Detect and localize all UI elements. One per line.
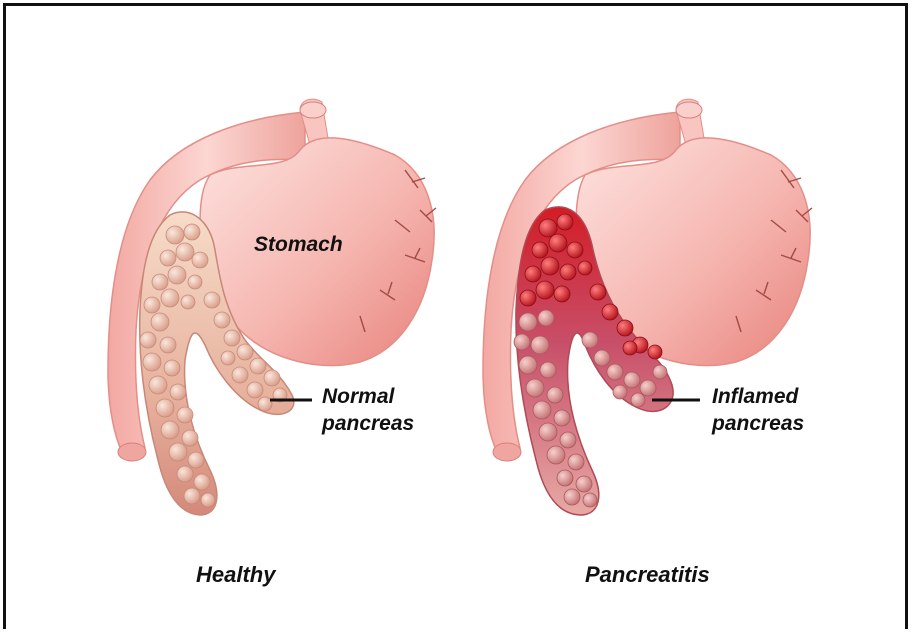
stomach-label: Stomach <box>254 233 343 257</box>
healthy-organ-group <box>108 99 436 515</box>
inflamed-pancreas-label: Inflamed pancreas <box>712 383 804 437</box>
healthy-caption: Healthy <box>196 562 275 588</box>
normal-pancreas-label-line1: Normal <box>322 383 414 410</box>
normal-pancreas-label: Normal pancreas <box>322 383 414 437</box>
inflamed-pancreas-label-line1: Inflamed <box>712 383 804 410</box>
pancreatitis-organ-group <box>483 99 812 515</box>
pancreatitis-caption: Pancreatitis <box>585 562 710 588</box>
inflamed-pancreas-label-line2: pancreas <box>712 410 804 437</box>
normal-pancreas-label-line2: pancreas <box>322 410 414 437</box>
